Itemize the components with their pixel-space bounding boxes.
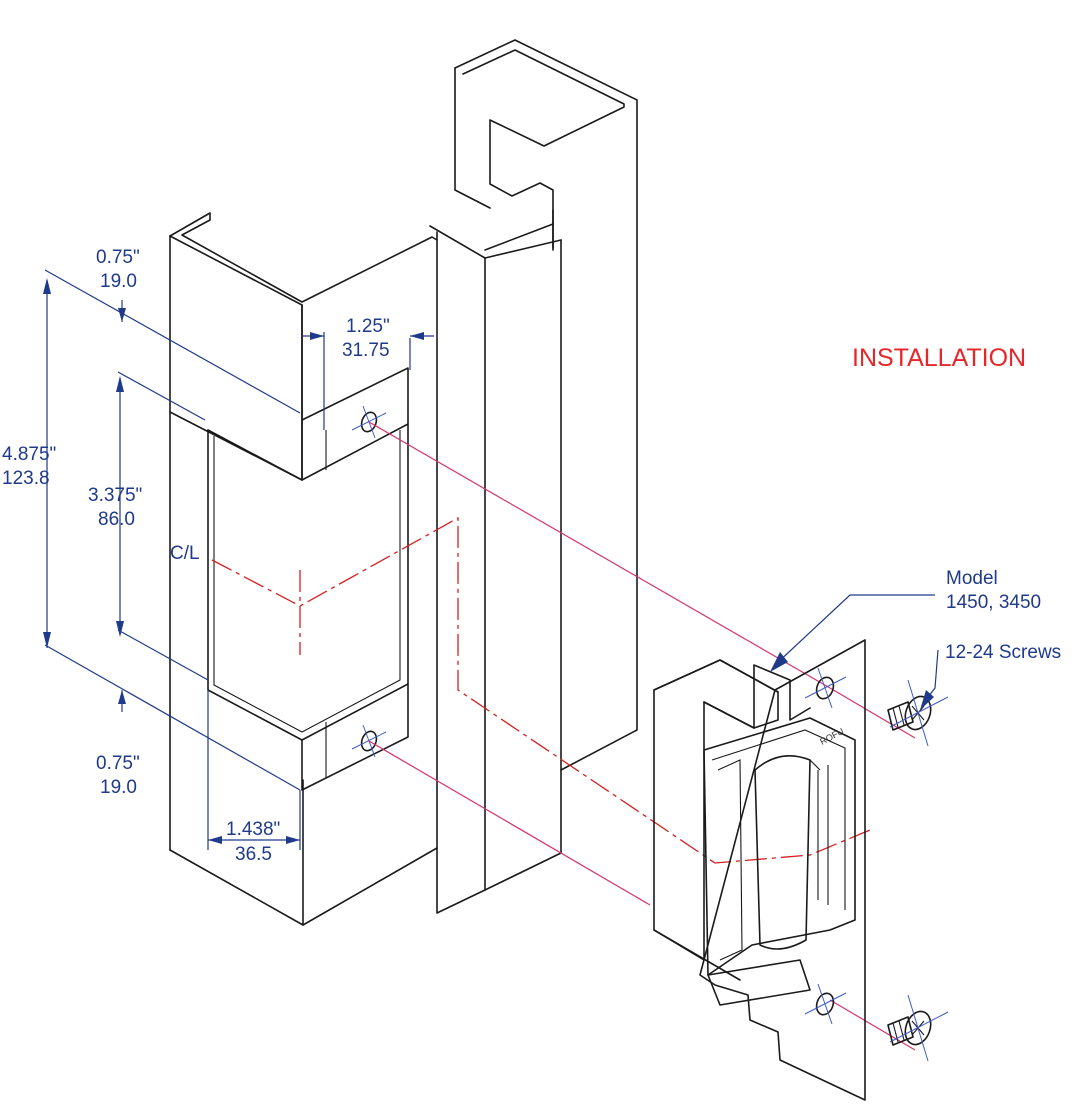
dimension-lines (43, 269, 939, 850)
cutout-top (207, 367, 409, 481)
strike-faceplate (699, 639, 866, 1101)
strike-lower-wedge (707, 959, 811, 1006)
cutout-outline (207, 423, 409, 741)
cutout-height-arrow-top (116, 376, 124, 392)
screw-upper-axis-1 (889, 696, 949, 728)
cutout-bottom-lip (301, 683, 409, 791)
centerline (211, 516, 871, 864)
upper-screw-alignment (829, 687, 916, 739)
door-frame (169, 39, 638, 926)
screws-leader-arrow (920, 690, 934, 710)
screw-upper-axis-2 (907, 679, 929, 747)
top-offset-arrow (118, 308, 126, 322)
screw-lower-axis-2 (907, 994, 929, 1062)
overall-height-in-label: 4.875" (2, 444, 56, 465)
width-arrow-left (310, 332, 324, 340)
strike-upper-hole-crosshair (804, 676, 847, 699)
screw-upper (887, 679, 949, 747)
strike-upper-hole (815, 676, 835, 700)
keeper-edge (809, 759, 821, 771)
model-leader (774, 594, 935, 666)
screw-upper-thread-2 (898, 705, 905, 726)
strike-body-top (653, 659, 779, 693)
cutout-inner (213, 430, 401, 733)
keeper-pocket-inner (711, 729, 846, 910)
keeper-pocket (703, 717, 856, 976)
installation-title: INSTALLATION (852, 344, 1026, 372)
depth-arrow-left (208, 836, 222, 844)
width-in-label: 1.25" (346, 316, 390, 337)
stop-inner-line (484, 223, 554, 251)
width-mm-label: 31.75 (342, 340, 390, 361)
top-offset-mm-label: 19.0 (100, 271, 137, 292)
cutout-height-in-label: 3.375" (88, 485, 142, 506)
strike-lip-outline (703, 664, 811, 729)
alignment-lines (368, 421, 916, 1051)
stop-top-edge (484, 239, 562, 259)
cutout-height-ext-top (117, 371, 206, 421)
screw-upper-head (904, 695, 932, 731)
depth-in-label: 1.438" (226, 819, 280, 840)
screws-label: 12-24 Screws (945, 642, 1061, 663)
frame-lower-hole (360, 730, 378, 752)
frame-upper-hole (360, 411, 378, 433)
overall-height-mm-label: 123.8 (2, 468, 50, 489)
bottom-offset-in-label: 0.75" (96, 753, 140, 774)
cutout-height-ext-bottom (117, 629, 209, 681)
upper-alignment-line (368, 421, 831, 689)
bottom-offset-mm-label: 19.0 (100, 777, 137, 798)
screw-lower (887, 994, 949, 1062)
rear-jamb-outline (454, 39, 638, 771)
overall-height-arrow-bottom (43, 632, 51, 648)
keeper-left-wall (717, 759, 743, 961)
overall-height-ext-top (44, 269, 301, 414)
cutout-height-mm-label: 86.0 (98, 509, 135, 530)
strike-lower-hole-crosshair (804, 992, 847, 1015)
model-label: Model (946, 568, 998, 589)
front-channel-top (169, 212, 438, 303)
lower-screw-alignment (829, 999, 916, 1051)
cutout-height-arrow-bottom (116, 621, 124, 637)
top-offset-in-label: 0.75" (96, 247, 140, 268)
width-arrow-right (410, 332, 424, 340)
strike-lower-hole (815, 992, 835, 1016)
screw-lower-thread-2 (898, 1020, 905, 1041)
model-numbers-label: 1450, 3450 (946, 592, 1041, 613)
screw-lower-axis-1 (889, 1011, 949, 1043)
labels: 0.75" 19.0 1.25" 31.75 4.875" 123.8 3.37… (2, 247, 1061, 865)
strike-lower-hole-crosshair-v (817, 983, 833, 1025)
screw-upper-shank (887, 701, 914, 731)
keeper (754, 754, 811, 950)
strike-upper-hole-crosshair-v (817, 667, 833, 709)
electric-strike: ROFU (653, 639, 866, 1101)
screw-lower-head (904, 1010, 932, 1046)
screw-lower-shank (887, 1016, 914, 1046)
front-channel-upper (169, 235, 303, 481)
centerline-label: C/L (170, 543, 200, 564)
depth-mm-label: 36.5 (235, 844, 272, 865)
depth-arrow-right (286, 836, 300, 844)
stop-bottom-edge (484, 769, 562, 891)
bottom-offset-arrow (118, 690, 126, 704)
rear-jamb-channel (462, 49, 625, 249)
model-leader-arrow (770, 652, 788, 672)
overall-height-arrow-top (43, 278, 51, 294)
rear-jamb-left-edge (454, 67, 491, 209)
centerline-path (211, 516, 871, 864)
overall-height-ext-bottom (44, 644, 301, 791)
lower-alignment-line (368, 740, 651, 906)
